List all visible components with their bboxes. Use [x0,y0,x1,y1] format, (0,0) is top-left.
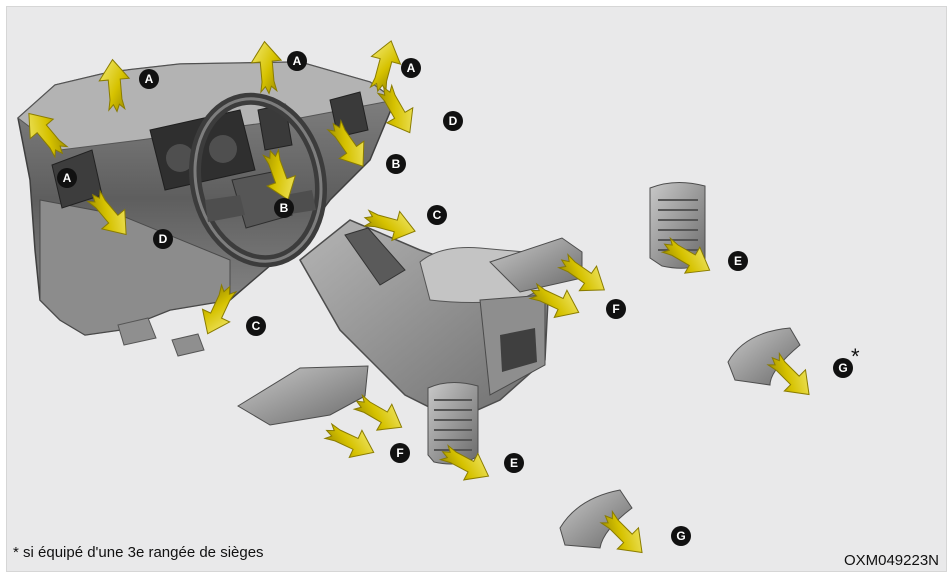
svg-text:F: F [612,302,619,316]
callout-labels: A A A D A B D B C C E F G F E G * [57,51,860,546]
svg-text:E: E [734,254,742,268]
figure-code: OXM049223N [843,552,939,569]
pedal [171,333,205,357]
svg-text:B: B [392,157,401,171]
callout-c: C [246,316,266,336]
svg-text:G: G [676,529,685,543]
svg-text:C: C [433,208,442,222]
callout-e: E [728,251,748,271]
callout-b: B [274,198,294,218]
third-row-vent-upper [727,327,801,386]
callout-c: C [427,205,447,225]
gauge-right [209,135,237,163]
third-row-vent-lower [559,489,633,549]
gear-shifter [344,227,406,286]
callout-a: A [401,58,421,78]
pillar-vent-front-grille [434,399,472,451]
callout-a: A [57,168,77,188]
footnote: * si équipé d'une 3e rangée de sièges [13,544,264,561]
svg-text:A: A [63,171,72,185]
rear-floor-duct [489,237,583,293]
callout-f: F [390,443,410,463]
callout-g: G [833,358,853,378]
callout-d: D [443,111,463,131]
svg-text:G: G [838,361,847,375]
svg-text:A: A [407,61,416,75]
airflow-arrow-f [319,416,381,467]
callout-a: A [139,69,159,89]
front-floor-duct [237,365,369,426]
svg-text:D: D [159,232,168,246]
console-rear-vent [500,328,537,372]
callout-e: E [504,453,524,473]
svg-text:F: F [396,446,403,460]
svg-text:D: D [449,114,458,128]
svg-text:A: A [293,54,302,68]
gauge-left [166,144,194,172]
svg-text:A: A [145,72,154,86]
callout-f: F [606,299,626,319]
svg-text:B: B [280,201,289,215]
callout-g: G [671,526,691,546]
svg-text:E: E [510,456,518,470]
callout-d: D [153,229,173,249]
svg-text:C: C [252,319,261,333]
callout-b: B [386,154,406,174]
optional-marker: * [851,344,860,369]
pedal [117,317,157,346]
callout-a: A [287,51,307,71]
